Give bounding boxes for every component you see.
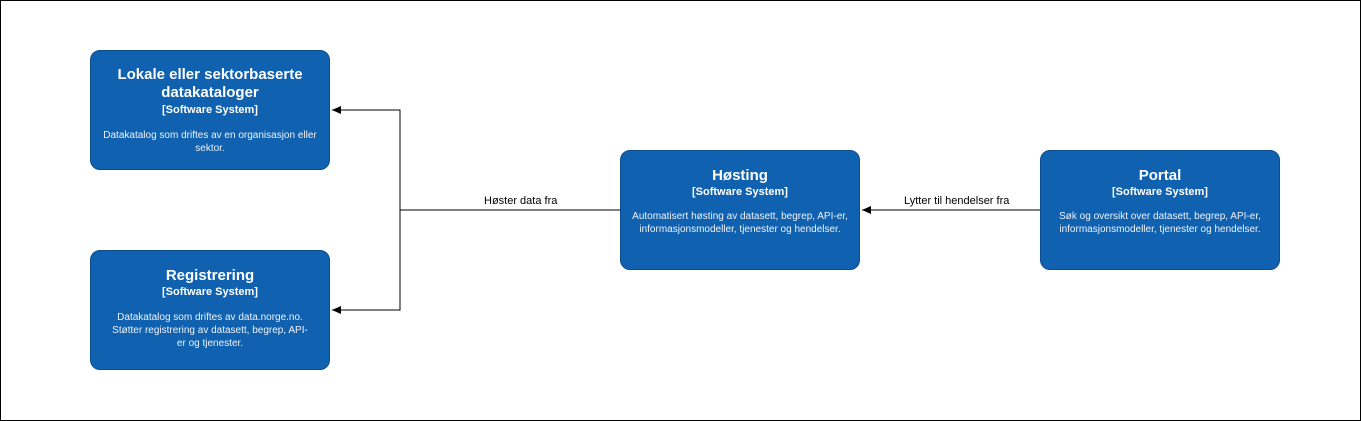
- node-lokale-type: [Software System]: [162, 104, 258, 116]
- node-lokale-description: Datakatalog som driftes av en organisasj…: [103, 130, 317, 154]
- node-portal-description: Søk og oversikt over datasett, begrep, A…: [1059, 211, 1261, 235]
- node-lokale-title: Lokale eller sektorbaserte datakataloger: [117, 66, 303, 101]
- node-lokale[interactable]: Lokale eller sektorbaserte datakataloger…: [90, 50, 330, 170]
- edge-harvest-to-lokale: [332, 106, 401, 210]
- node-portal-type: [Software System]: [1112, 186, 1208, 198]
- node-hosting[interactable]: Høsting [Software System] Automatisert h…: [620, 150, 860, 270]
- node-hosting-type: [Software System]: [692, 186, 788, 198]
- node-registrering-description: Datakatalog som driftes av data.norge.no…: [112, 312, 308, 349]
- node-hosting-description: Automatisert høsting av datasett, begrep…: [632, 211, 848, 235]
- node-registrering-type: [Software System]: [162, 286, 258, 298]
- node-registrering[interactable]: Registrering [Software System] Datakatal…: [90, 250, 330, 370]
- edge-harvest-to-registrering: [332, 209, 620, 314]
- node-portal-title: Portal: [1138, 167, 1182, 184]
- node-hosting-title: Høsting: [712, 167, 768, 184]
- node-portal[interactable]: Portal [Software System] Søk og oversikt…: [1040, 150, 1280, 270]
- edge-label-harvest: Høster data fra: [484, 195, 558, 208]
- edge-label-listen: Lytter til hendelser fra: [904, 195, 1010, 208]
- node-registrering-title: Registrering: [165, 267, 255, 284]
